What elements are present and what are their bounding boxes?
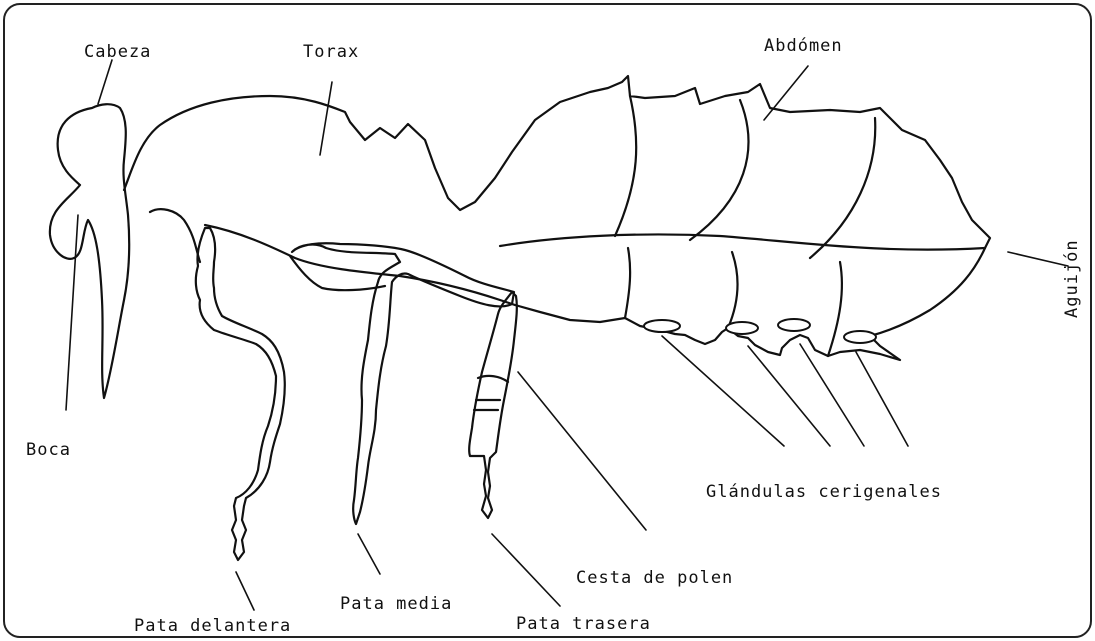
label-aguijon: Aguijón xyxy=(1064,239,1081,318)
abdomen-segment-line xyxy=(615,96,636,236)
abdomen-segment-line xyxy=(728,252,738,328)
label-pata-media: Pata media xyxy=(340,596,452,613)
label-cabeza: Cabeza xyxy=(84,44,151,61)
label-torax: Torax xyxy=(303,44,359,61)
leader-line-glandula xyxy=(662,336,784,446)
label-cesta-de-polen: Cesta de polen xyxy=(576,570,733,587)
thorax-underside-front xyxy=(150,209,200,262)
thorax-outline xyxy=(124,76,990,248)
abdomen-segment-line xyxy=(625,248,630,318)
leader-line-pata-trasera xyxy=(492,534,560,606)
abdomen-segment-line xyxy=(690,100,748,240)
abdomen-segment-line xyxy=(810,118,875,258)
label-abdomen: Abdómen xyxy=(764,38,843,55)
leader-line-pata-delantera xyxy=(236,572,254,610)
abdomen-segment-line xyxy=(828,262,842,356)
pollen-basket-segment xyxy=(478,376,508,382)
label-glandulas-cerigenales: Glándulas cerigenales xyxy=(706,484,942,501)
wax-gland xyxy=(844,331,876,343)
hind-leg xyxy=(469,292,517,518)
leader-line-glandula xyxy=(748,346,830,446)
leader-line-glandula xyxy=(856,352,908,446)
diagram-frame xyxy=(4,4,1091,637)
leader-line-cesta-de-polen xyxy=(518,372,646,530)
middle-leg xyxy=(292,243,514,524)
leader-line-pata-media xyxy=(358,534,380,574)
wax-gland xyxy=(644,320,680,332)
leader-line-glandula xyxy=(800,344,864,446)
leader-line-boca xyxy=(66,215,78,410)
abdomen-lower-outline xyxy=(515,248,985,360)
hind-leg-segment xyxy=(474,400,500,410)
leader-line-aguijon xyxy=(1008,252,1068,266)
wax-gland xyxy=(726,322,758,334)
abdomen-midline xyxy=(500,234,985,249)
label-pata-delantera: Pata delantera xyxy=(134,618,291,635)
thorax-underside xyxy=(205,225,515,305)
wax-gland xyxy=(778,319,810,331)
leader-line-cabeza xyxy=(98,60,112,104)
leader-line-torax xyxy=(320,82,332,155)
front-leg xyxy=(196,228,285,560)
label-boca: Boca xyxy=(26,442,71,459)
head-outline xyxy=(50,104,129,398)
label-pata-trasera: Pata trasera xyxy=(516,616,651,633)
